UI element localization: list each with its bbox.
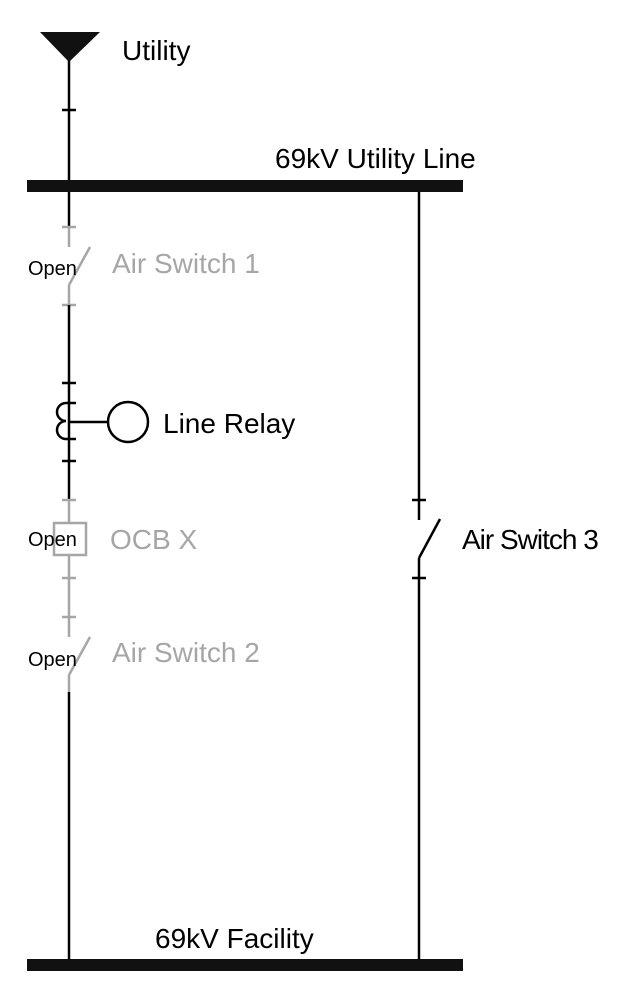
bus-69kv-utility-line bbox=[27, 180, 463, 192]
air-switch-3-symbol bbox=[417, 518, 442, 559]
air-switch-2-symbol bbox=[67, 636, 92, 676]
bus-top-label: 69kV Utility Line bbox=[275, 143, 476, 174]
ocb-x-state: Open bbox=[28, 529, 77, 551]
air-switch-1-label: Air Switch 1 bbox=[112, 248, 260, 279]
current-transformer-icon bbox=[55, 401, 76, 441]
air-switch-1-state: Open bbox=[28, 258, 77, 280]
utility-source-icon bbox=[40, 32, 100, 62]
ocb-x-label: OCB X bbox=[110, 524, 197, 555]
right-branch: Air Switch 3 bbox=[412, 192, 599, 960]
line-relay-label: Line Relay bbox=[163, 408, 295, 439]
utility-label: Utility bbox=[122, 35, 190, 66]
air-switch-2-label: Air Switch 2 bbox=[112, 637, 260, 668]
line-relay-icon bbox=[106, 400, 150, 444]
left-branch: Open Air Switch 1 Line Relay Open OCB X … bbox=[28, 192, 295, 960]
bus-bottom-label: 69kV Facility bbox=[155, 923, 314, 954]
bus-69kv-facility bbox=[27, 959, 463, 971]
air-switch-3-label: Air Switch 3 bbox=[462, 524, 598, 555]
air-switch-1-symbol bbox=[67, 246, 92, 286]
air-switch-2-state: Open bbox=[28, 649, 77, 671]
